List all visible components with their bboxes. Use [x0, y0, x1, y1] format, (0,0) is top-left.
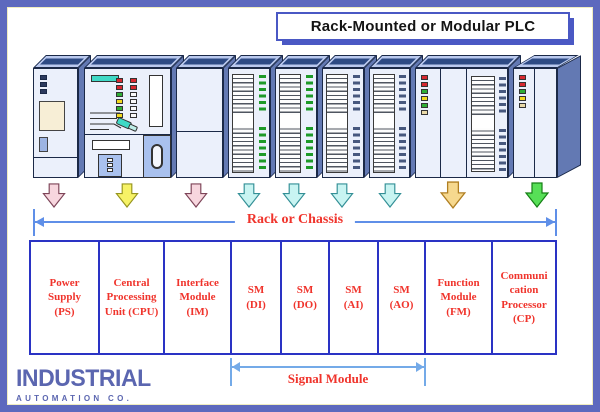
cpu-led-column-1 — [116, 78, 123, 118]
table-cell-sm-ai: SM (AI) — [330, 242, 379, 353]
arrow-sm-di — [237, 183, 261, 208]
module-interface — [176, 55, 236, 178]
table-cell-sm-do: SM (DO) — [282, 242, 330, 353]
module-side-face — [557, 55, 581, 178]
terminal-strip — [471, 76, 495, 172]
terminal-strip — [326, 74, 348, 173]
signal-module-span: Signal Module — [230, 358, 426, 390]
module-comm-processor — [513, 55, 581, 178]
signal-span-left-arrowhead — [232, 362, 240, 372]
cpu-wiring-icon — [90, 112, 138, 132]
rack-span-left-tick — [33, 209, 35, 236]
arrow-function-module — [439, 181, 467, 209]
ai-led-column — [352, 75, 361, 172]
table-cell-sm-di: SM (DI) — [232, 242, 282, 353]
cpu-led-column-2 — [130, 78, 137, 118]
module-front-face — [322, 68, 364, 178]
module-top-face — [415, 55, 521, 68]
table-cell-ps: Power Supply (PS) — [31, 242, 100, 353]
title-box: Rack-Mounted or Modular PLC — [276, 12, 570, 41]
module-sm-ai — [322, 55, 377, 178]
rack-chassis-label: Rack or Chassis — [234, 212, 356, 228]
logo: INDUSTRIAL AUTOMATION CO. — [16, 365, 156, 403]
arrow-sm-do — [282, 183, 306, 208]
cp-led-column — [519, 75, 526, 108]
module-front-face — [275, 68, 317, 178]
ps-divider — [34, 157, 77, 158]
signal-module-label: Signal Module — [287, 371, 369, 386]
module-front-face — [415, 68, 508, 178]
module-front-face — [176, 68, 223, 178]
module-cpu — [84, 55, 184, 178]
table-cell-cpu: Central Processing Unit (CPU) — [100, 242, 165, 353]
module-top-face — [84, 55, 184, 68]
im-divider — [177, 131, 222, 132]
module-front-face — [228, 68, 270, 178]
cpu-divider — [85, 134, 170, 135]
ao-led-column — [398, 75, 407, 172]
module-front-face — [33, 68, 78, 178]
module-power-supply — [33, 55, 91, 178]
arrow-sm-ao — [378, 183, 402, 208]
do-led-column — [305, 75, 314, 172]
arrow-sm-ai — [330, 183, 354, 208]
signal-span-line — [232, 366, 424, 368]
module-front-face — [84, 68, 171, 178]
table-cell-cp: Communi cation Processor (CP) — [500, 269, 548, 325]
module-sm-ao — [369, 55, 423, 178]
rack-chassis-span: Rack or Chassis — [33, 209, 557, 236]
arrow-cpu — [115, 183, 139, 208]
logo-name: INDUSTRIAL — [16, 365, 151, 392]
arrow-interface — [184, 183, 208, 208]
cpu-connector-panel — [143, 135, 171, 178]
fm-io-led-column — [498, 77, 507, 171]
module-front-face — [513, 68, 557, 178]
terminal-strip — [373, 74, 395, 173]
rack-span-left-arrowhead — [35, 217, 44, 227]
fm-divider-2 — [466, 69, 467, 177]
table-cell-fm: Function Module (FM) — [426, 242, 493, 353]
cpu-card-slot — [149, 75, 163, 127]
terminal-strip — [279, 74, 301, 173]
signal-span-right-tick — [424, 358, 426, 386]
cp-divider — [534, 69, 535, 177]
di-led-column — [258, 75, 267, 172]
terminal-strip — [232, 74, 254, 173]
module-function — [415, 55, 521, 178]
rack-span-right-tick — [555, 209, 557, 236]
cpu-display — [91, 75, 119, 82]
signal-span-right-arrowhead — [416, 362, 424, 372]
table-cell-sm-ao: SM (AO) — [379, 242, 426, 353]
page-title: Rack-Mounted or Modular PLC — [310, 18, 536, 35]
arrow-comm-processor — [524, 182, 550, 208]
module-front-face — [369, 68, 410, 178]
cpu-memory-panel — [98, 154, 122, 177]
arrow-power-supply — [42, 183, 66, 208]
module-table: Power Supply (PS) Central Processing Uni… — [29, 240, 557, 355]
fm-divider-1 — [440, 69, 441, 177]
cpu-slot — [92, 140, 130, 150]
fm-led-column — [421, 75, 428, 115]
cpu-port — [151, 144, 163, 169]
rack-span-right-arrowhead — [546, 217, 555, 227]
module-sm-di — [228, 55, 283, 178]
ps-led-column — [40, 75, 47, 94]
ps-switch — [39, 137, 48, 152]
logo-subtitle: AUTOMATION CO. — [16, 394, 133, 403]
ps-label-plate — [39, 101, 65, 131]
table-cell-im: Interface Module (IM) — [165, 242, 232, 353]
signal-span-left-tick — [230, 358, 232, 386]
module-sm-do — [275, 55, 330, 178]
